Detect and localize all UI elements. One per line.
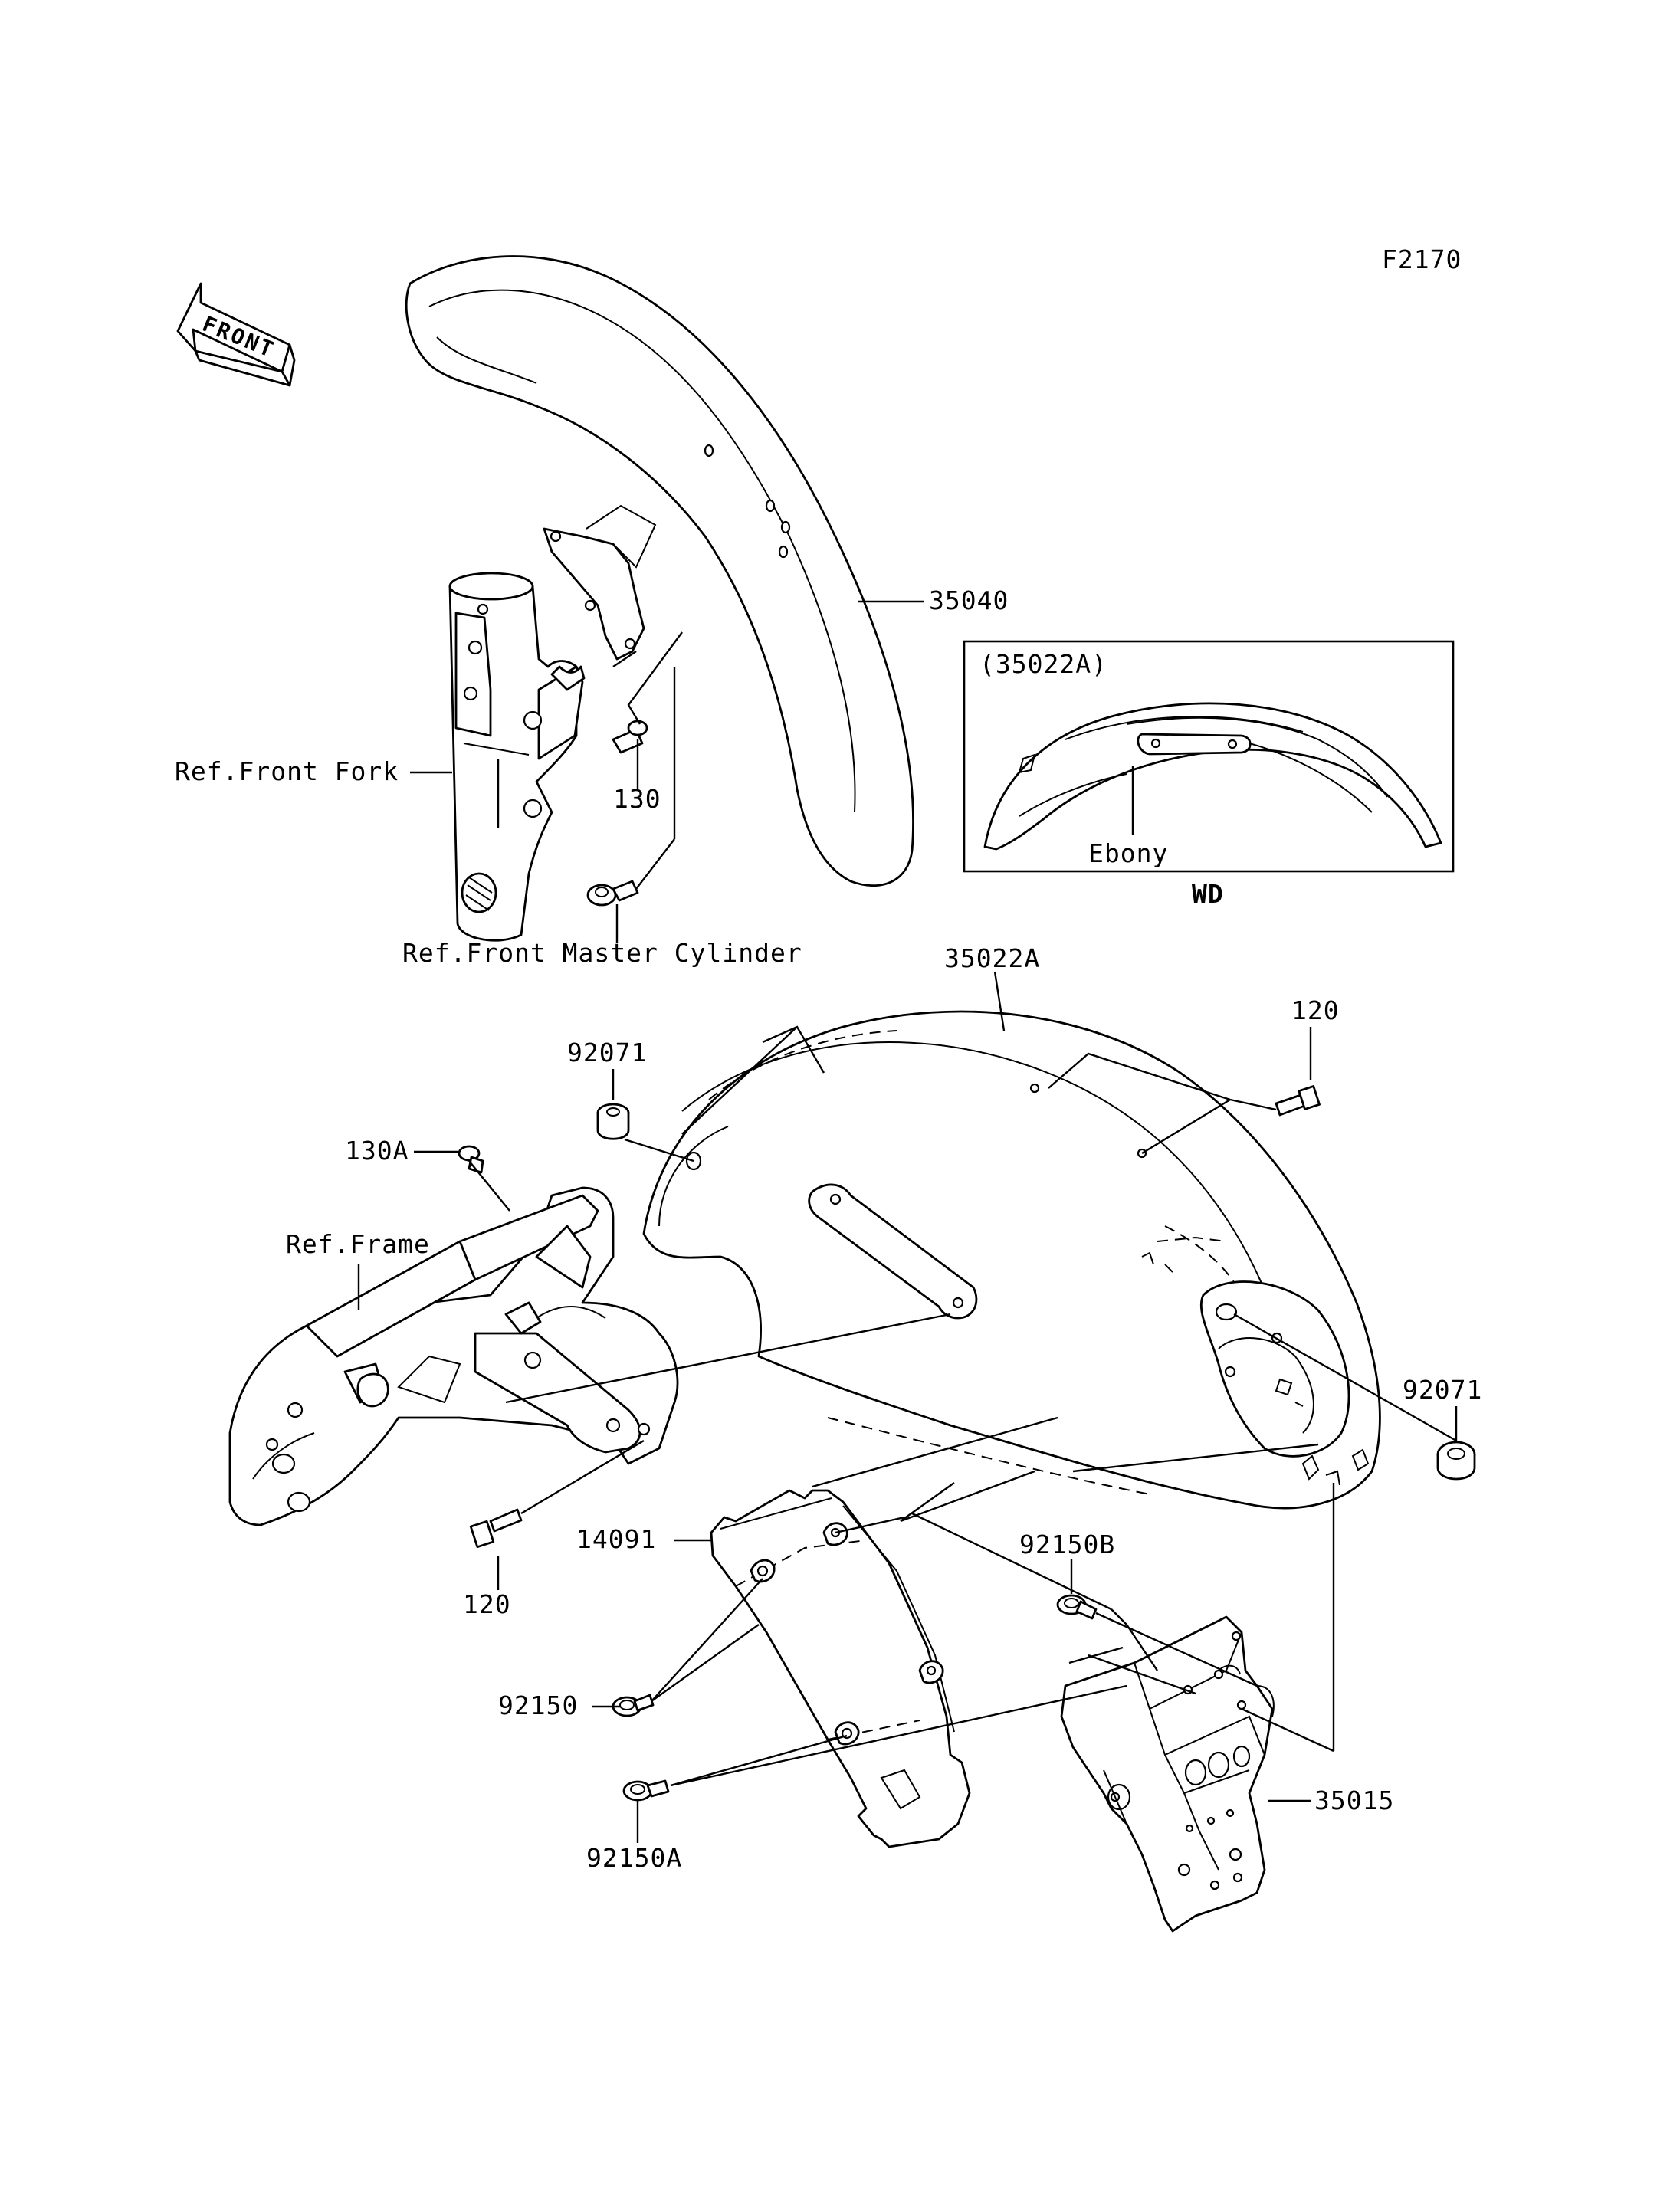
label-92150: 92150 <box>498 1690 578 1720</box>
label-130a: 130A <box>345 1136 409 1166</box>
label-35040: 35040 <box>929 585 1009 615</box>
inset-box: (35022A) Ebony <box>963 640 1455 873</box>
front-fender <box>405 255 914 887</box>
label-92071-right: 92071 <box>1403 1375 1482 1405</box>
front-fork <box>448 572 586 942</box>
bolt-130 <box>612 720 648 754</box>
bolt-92150a <box>622 1779 670 1802</box>
label-130: 130 <box>613 784 661 814</box>
label-120-top: 120 <box>1291 995 1340 1025</box>
label-ref-frame: Ref.Frame <box>286 1229 430 1259</box>
bolt-120-top <box>1275 1085 1321 1117</box>
label-120-bottom: 120 <box>463 1589 511 1619</box>
master-cylinder-clamp <box>586 880 639 907</box>
bolt-120-bottom <box>469 1508 523 1549</box>
grommet-92071-right <box>1436 1441 1476 1481</box>
label-92150b: 92150B <box>1019 1530 1115 1559</box>
license-bracket <box>1060 1615 1275 1933</box>
label-92071-left: 92071 <box>567 1038 647 1067</box>
rear-fender <box>642 1010 1381 1510</box>
grommet-92071-left <box>596 1103 630 1140</box>
bolt-130a <box>458 1145 484 1174</box>
label-ref-front-fork: Ref.Front Fork <box>175 756 399 786</box>
inset-variant-label: WD <box>1192 879 1224 909</box>
bolt-92150 <box>612 1694 655 1717</box>
bolt-92150b <box>1056 1594 1098 1620</box>
diagram-code: F2170 <box>1382 244 1462 274</box>
label-35015: 35015 <box>1314 1785 1394 1815</box>
label-35022a: 35022A <box>944 943 1040 973</box>
inset-part-ref: (35022A) <box>979 649 1107 679</box>
label-92150a: 92150A <box>586 1843 682 1873</box>
inner-fender <box>710 1489 971 1848</box>
label-ref-front-master-cylinder: Ref.Front Master Cylinder <box>402 938 802 968</box>
inset-color-label: Ebony <box>1088 838 1168 868</box>
label-14091: 14091 <box>576 1524 656 1554</box>
front-direction-arrow-icon: FRONT <box>176 282 296 387</box>
fender-bracket <box>543 504 657 661</box>
